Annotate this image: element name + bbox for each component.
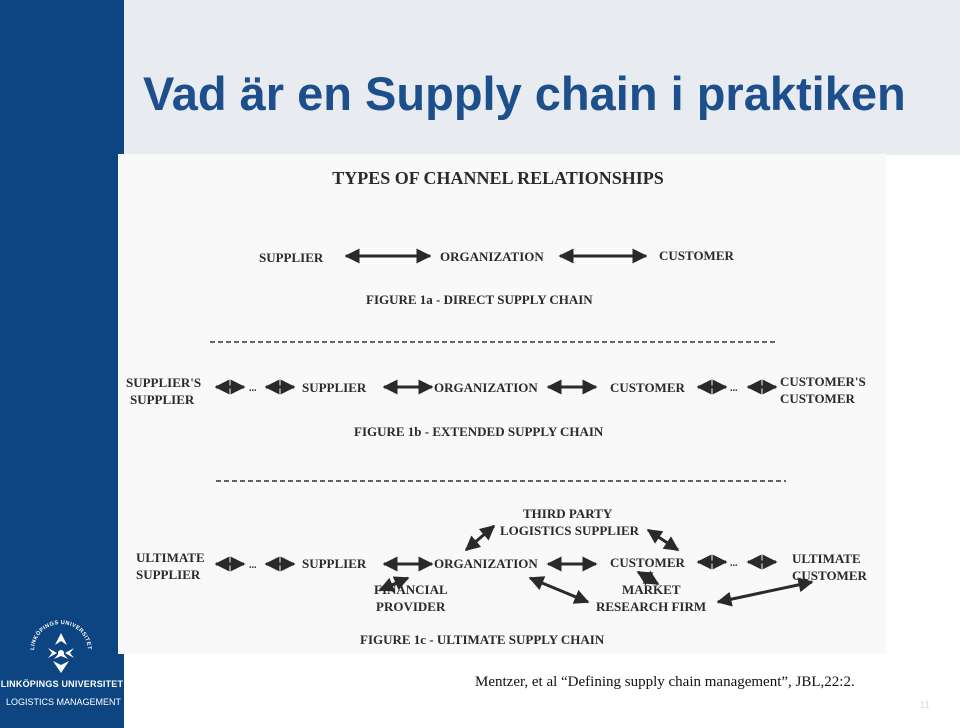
- fig1c-caption: FIGURE 1c - ULTIMATE SUPPLY CHAIN: [360, 632, 605, 647]
- fig1c-arrow-organization-market: [528, 576, 590, 604]
- fig1c-arrow-thirdparty-customer: [646, 528, 680, 552]
- fig1c-market-line1: MARKET: [622, 582, 681, 597]
- fig1b-customers-customer-line2: CUSTOMER: [780, 391, 855, 406]
- fig1c-ultimate-customer-line1: ULTIMATE: [792, 551, 861, 566]
- citation: Mentzer, et al “Defining supply chain ma…: [475, 674, 855, 690]
- slide-title: Vad är en Supply chain i praktiken: [143, 67, 906, 120]
- fig1c-arrow-market-ultimate-customer: [716, 577, 814, 607]
- fig1b-dots-right: ...: [730, 383, 738, 394]
- fig1b-suppliers-supplier-line2: SUPPLIER: [130, 392, 195, 407]
- figure-heading: TYPES OF CHANNEL RELATIONSHIPS: [332, 168, 664, 188]
- fig1c-customer: CUSTOMER: [610, 555, 685, 570]
- figure-svg: TYPES OF CHANNEL RELATIONSHIPS SUPPLIER …: [126, 168, 867, 647]
- fig1c-ultimate-supplier-line1: ULTIMATE: [136, 550, 205, 565]
- fig1a-customer: CUSTOMER: [659, 248, 734, 263]
- fig1b-customers-customer-line1: CUSTOMER'S: [780, 374, 866, 389]
- fig1c-financial-line1: FINANCIAL: [374, 582, 448, 597]
- fig1c-financial-line2: PROVIDER: [376, 599, 446, 614]
- fig1c-third-party-line2: LOGISTICS SUPPLIER: [500, 523, 640, 538]
- fig1c-arrow-customer-market: [636, 570, 660, 586]
- fig1b-caption: FIGURE 1b - EXTENDED SUPPLY CHAIN: [354, 424, 604, 439]
- fig1b-organization: ORGANIZATION: [434, 380, 538, 395]
- sidebar: [0, 0, 124, 728]
- fig1c-arrow-organization-thirdparty: [464, 524, 496, 552]
- fig1a-caption: FIGURE 1a - DIRECT SUPPLY CHAIN: [366, 292, 593, 307]
- fig1c-dots-right: ...: [730, 558, 738, 569]
- university-logo-icon: LINKÖPINGS UNIVERSITET: [30, 620, 92, 673]
- fig1c-dots-left: ...: [249, 560, 257, 571]
- channel-relationships-figure: TYPES OF CHANNEL RELATIONSHIPS SUPPLIER …: [118, 154, 886, 654]
- fig1a-organization: ORGANIZATION: [440, 249, 544, 264]
- fig1c-ultimate-customer-line2: CUSTOMER: [792, 568, 867, 583]
- fig1b-supplier: SUPPLIER: [302, 380, 367, 395]
- fig1b-dots-left: ...: [249, 383, 257, 394]
- fig1c-ultimate-supplier-line2: SUPPLIER: [136, 567, 201, 582]
- fig1c-third-party-line1: THIRD PARTY: [523, 506, 613, 521]
- fig1c-supplier: SUPPLIER: [302, 556, 367, 571]
- fig1c-arrow-organization-financial: [378, 576, 410, 592]
- fig1b-suppliers-supplier-line1: SUPPLIER'S: [126, 375, 201, 390]
- fig1c-market-line2: RESEARCH FIRM: [596, 599, 706, 614]
- fig1b-customer: CUSTOMER: [610, 380, 685, 395]
- university-name: LINKÖPINGS UNIVERSITET: [0, 679, 124, 689]
- page-number: 11: [919, 700, 930, 711]
- fig1a-supplier: SUPPLIER: [259, 250, 324, 265]
- fig1c-organization: ORGANIZATION: [434, 556, 538, 571]
- department-label: LOGISTICS MANAGEMENT: [6, 697, 122, 707]
- title-band: [124, 0, 960, 155]
